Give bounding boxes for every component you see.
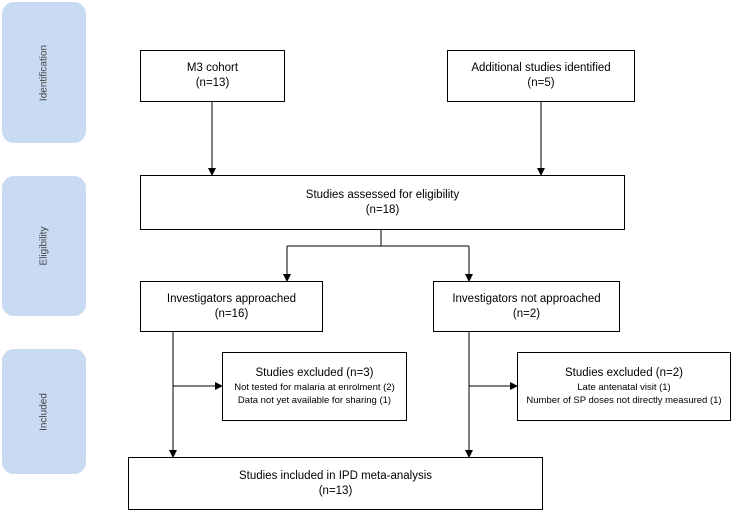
phase-identification: Identification <box>2 2 86 143</box>
approached-count: (n=16) <box>214 307 249 320</box>
box-m3-cohort: M3 cohort (n=13) <box>140 50 285 102</box>
assessed-title: Studies assessed for eligibility <box>305 188 460 201</box>
box-excluded-right: Studies excluded (n=2) Late antenatal vi… <box>517 352 731 421</box>
box-additional-studies: Additional studies identified (n=5) <box>447 50 635 102</box>
included-title: Studies included in IPD meta-analysis <box>238 469 433 482</box>
not-approached-title: Investigators not approached <box>452 292 601 305</box>
additional-studies-count: (n=5) <box>527 77 555 89</box>
excluded-left-reason: Data not yet available for sharing (1) <box>237 395 392 406</box>
approached-title: Investigators approached <box>166 292 297 305</box>
excluded-right-reason: Number of SP doses not directly measured… <box>526 395 722 406</box>
box-excluded-left: Studies excluded (n=3) Not tested for ma… <box>222 352 407 421</box>
box-studies-included: Studies included in IPD meta-analysis (n… <box>128 457 543 510</box>
additional-studies-title: Additional studies identified <box>471 62 611 74</box>
excluded-right-reason: Late antenatal visit (1) <box>577 382 671 393</box>
box-investigators-not-approached: Investigators not approached (n=2) <box>433 281 620 332</box>
excluded-right-title: Studies excluded (n=2) <box>565 367 683 379</box>
assessed-count: (n=18) <box>365 203 400 216</box>
not-approached-count: (n=2) <box>512 307 541 320</box>
excluded-left-title: Studies excluded (n=3) <box>255 367 374 379</box>
m3-cohort-title: M3 cohort <box>186 62 239 74</box>
box-investigators-approached: Investigators approached (n=16) <box>140 281 323 332</box>
included-count: (n=13) <box>318 484 353 497</box>
phase-eligibility: Eligibility <box>2 176 86 316</box>
m3-cohort-count: (n=13) <box>195 77 230 89</box>
excluded-left-reason: Not tested for malaria at enrolment (2) <box>234 382 395 393</box>
phase-included: Included <box>2 349 86 474</box>
box-assessed: Studies assessed for eligibility (n=18) <box>140 175 625 230</box>
